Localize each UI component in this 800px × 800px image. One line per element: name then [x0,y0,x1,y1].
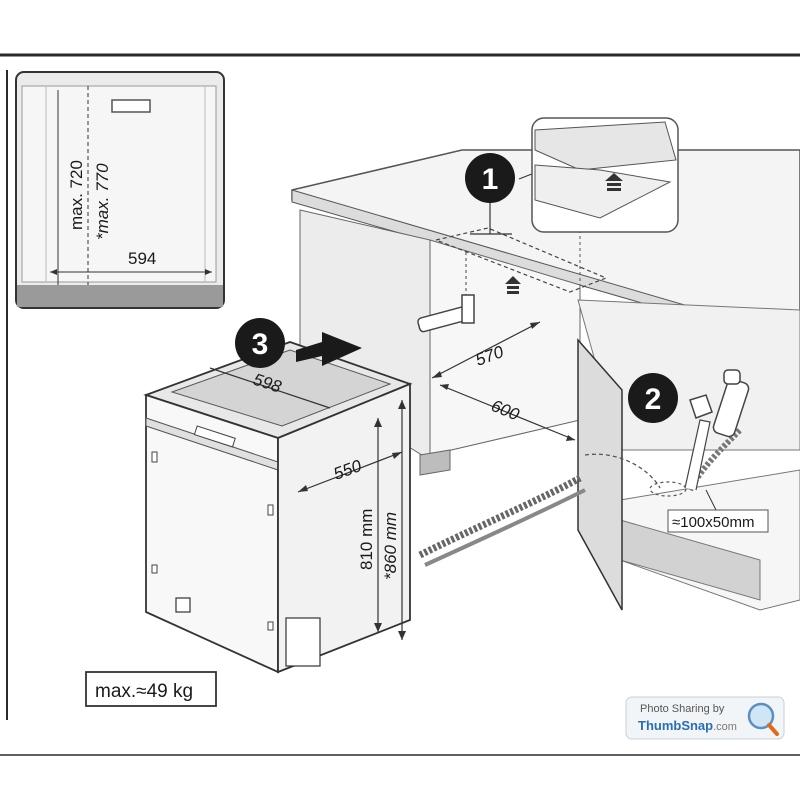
step-badge-3: 3 [235,318,285,368]
inset-height-alt-label: *max. 770 [93,163,112,240]
inset-height-max-label: max. 720 [67,160,86,230]
watermark-brand: ThumbSnap.com [638,718,737,733]
dishwasher-dimensions: 598 550 810 mm *860 mm [209,367,406,640]
opening-size-label: ≈100x50mm [672,514,754,531]
hoses [418,369,750,567]
page-frame [0,53,800,756]
push-arrow-icon [296,332,362,366]
countertop-detail-bubble [518,117,679,285]
up-arrow-icon [505,276,521,294]
thumbsnap-watermark[interactable]: Photo Sharing by ThumbSnap.com [625,696,785,740]
handle-icon [111,99,151,113]
step-1-number: 1 [482,163,499,196]
height-alt-label: *860 mm [381,512,400,580]
step-2-number: 2 [645,383,662,416]
step-3-number: 3 [252,328,269,361]
side-cabinet [577,299,800,611]
weight-box: max.≈49 kg [85,671,217,707]
step-badge-2: 2 [628,373,678,423]
control-panel [193,425,236,448]
watermark-line1: Photo Sharing by [640,703,725,715]
step-badge-1: 1 [465,153,515,235]
power-plug-icon [689,394,713,419]
opening-callout: ≈100x50mm [667,509,769,533]
dishwasher [143,341,413,674]
up-arrow-icon [605,173,623,191]
cabinet-door [577,338,623,611]
front-panel-inset: 594 max. 720 *max. 770 [15,71,225,309]
weight-label: max.≈49 kg [95,681,193,702]
magnifier-icon [747,702,779,736]
height-label: 810 mm [357,509,376,570]
inset-width-label: 594 [128,249,156,268]
mounting-screw [417,252,475,333]
